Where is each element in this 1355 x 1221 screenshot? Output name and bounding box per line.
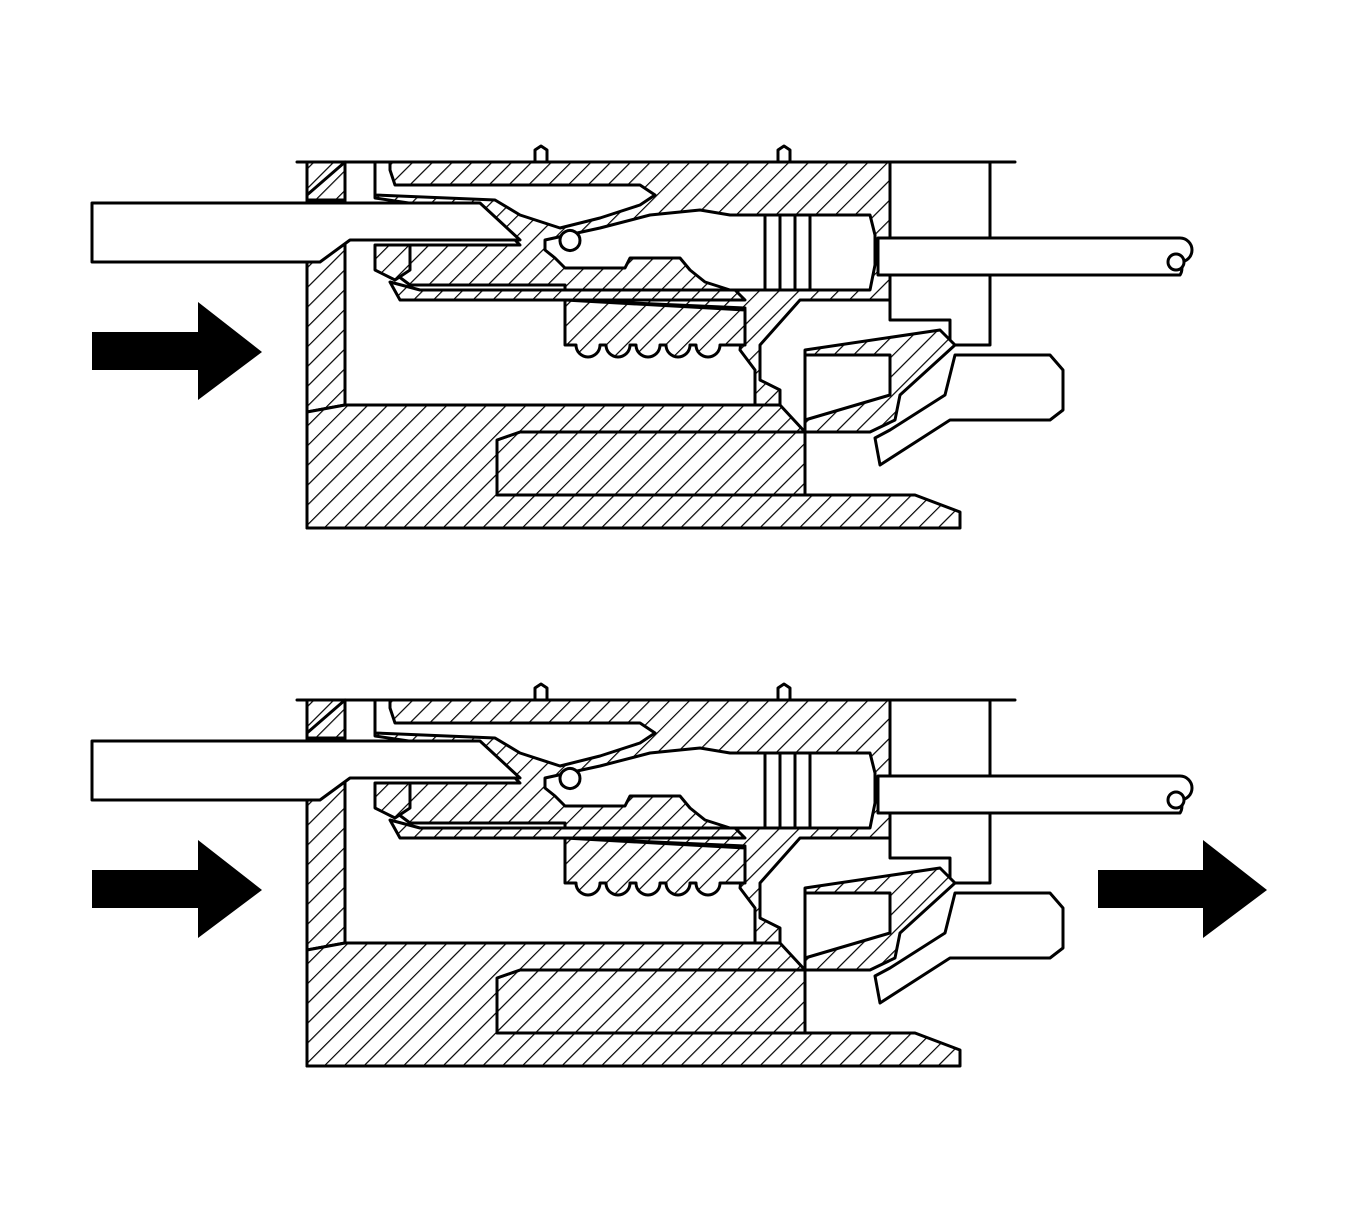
panel-bottom bbox=[90, 682, 1267, 1068]
push-arrow-bottom bbox=[92, 840, 262, 938]
push-arrow-top bbox=[92, 302, 262, 400]
wire-top bbox=[876, 236, 1194, 277]
wire-bottom bbox=[876, 774, 1194, 815]
panel-top bbox=[90, 144, 1194, 530]
pull-arrow-bottom bbox=[1098, 840, 1267, 938]
